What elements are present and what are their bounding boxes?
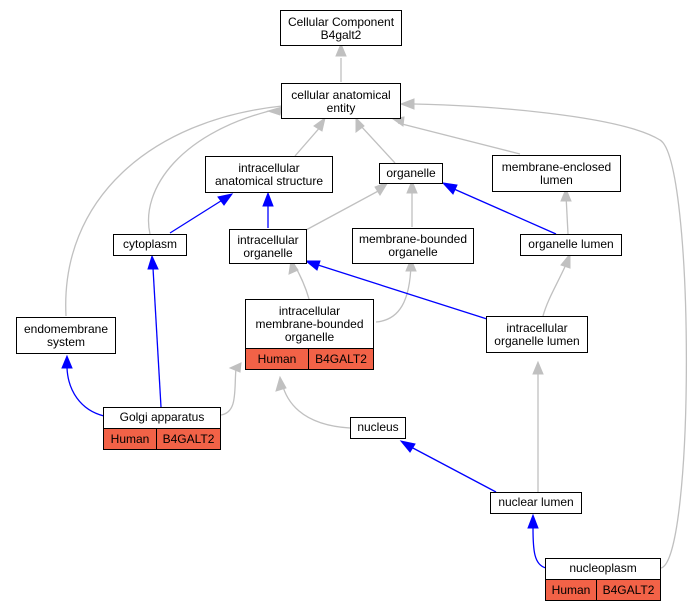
arrowhead — [399, 98, 415, 110]
node-intracellular-anatomical-structure[interactable]: intracellular anatomical structure — [205, 156, 333, 193]
node-label-line: endomembrane — [23, 322, 109, 336]
node-label-line: organelle lumen — [528, 237, 614, 251]
node-cellular-anatomical-entity[interactable]: cellular anatomical entity — [281, 83, 401, 119]
node-intracellular-organelle[interactable]: intracellular organelle — [229, 229, 307, 264]
arrowhead — [275, 375, 287, 392]
gene-badge: B4GALT2 — [596, 580, 660, 600]
arrowhead — [147, 254, 159, 270]
gene-badge: B4GALT2 — [156, 429, 220, 449]
arrowhead — [441, 182, 458, 195]
arrowhead — [228, 362, 242, 373]
species-badge: Human — [551, 583, 591, 597]
arrowhead — [527, 513, 539, 529]
species-badge: Human — [257, 352, 297, 366]
node-label-line: organelle — [388, 245, 438, 259]
node-label-line: intracellular — [238, 161, 300, 175]
gene-badge: B4GALT2 — [308, 349, 373, 369]
node-nuclear-lumen[interactable]: nuclear lumen — [490, 492, 582, 514]
node-label-line: Cellular Component — [287, 15, 395, 29]
node-cellular-component-root[interactable]: Cellular Component B4galt2 — [280, 10, 402, 46]
edge-nl-to-nucleus — [410, 446, 497, 493]
node-label-line: membrane-bounded — [358, 232, 468, 246]
arrowhead — [560, 187, 572, 202]
node-organelle-lumen[interactable]: organelle lumen — [520, 234, 622, 256]
node-label-line: nucleoplasm — [569, 561, 637, 575]
annotation-row[interactable]: Human B4GALT2 — [545, 579, 661, 601]
arrowhead — [399, 440, 416, 453]
arrowhead — [313, 116, 326, 132]
arrowhead — [355, 116, 365, 133]
node-label-line: membrane-enclosed — [501, 160, 612, 174]
annotation-row[interactable]: Human B4GALT2 — [245, 348, 374, 370]
node-label-line: intracellular — [237, 233, 299, 247]
node-label-line: intracellular — [278, 304, 341, 318]
node-membrane-bounded-organelle[interactable]: membrane-bounded organelle — [352, 228, 474, 264]
annotation-row[interactable]: Human B4GALT2 — [103, 428, 221, 450]
node-nucleus[interactable]: nucleus — [350, 417, 406, 439]
node-nucleoplasm[interactable]: nucleoplasm — [545, 558, 661, 580]
node-endomembrane-system[interactable]: endomembrane system — [16, 317, 116, 354]
node-label-line: lumen — [540, 173, 573, 187]
node-organelle[interactable]: organelle — [379, 163, 443, 184]
arrowhead — [335, 42, 347, 57]
species-badge: Human — [110, 432, 150, 446]
arrowhead — [262, 191, 274, 207]
edge-iol-to-ol — [542, 259, 569, 317]
node-cytoplasm[interactable]: cytoplasm — [113, 234, 187, 256]
edge-mel-to-cae — [397, 122, 521, 155]
node-label-line: organelle — [243, 246, 293, 260]
node-label-line: membrane-bounded — [255, 317, 364, 331]
edge-cytoplasm-to-cae — [148, 107, 283, 235]
node-label-line: nucleus — [357, 420, 399, 434]
node-label-line: organelle lumen — [494, 334, 580, 348]
edge-golgi-to-imbo — [220, 367, 237, 416]
node-label-line: intracellular — [506, 321, 568, 335]
edge-golgi-to-cytoplasm — [152, 267, 162, 408]
edge-np-to-nl — [532, 527, 547, 569]
edge-ias-to-cae — [294, 124, 323, 157]
node-label-line: entity — [326, 101, 356, 115]
arrowhead — [406, 179, 418, 194]
node-intracellular-organelle-lumen[interactable]: intracellular organelle lumen — [486, 316, 588, 353]
node-label-line: cellular anatomical — [291, 88, 391, 102]
edge-ol-to-organelle — [453, 188, 557, 235]
node-membrane-enclosed-lumen[interactable]: membrane-enclosed lumen — [492, 155, 621, 192]
edge-imbo-to-mbo — [375, 263, 412, 323]
node-label-line: nuclear lumen — [498, 495, 574, 509]
arrowhead — [61, 354, 73, 369]
node-label-line: cytoplasm — [122, 237, 178, 251]
arrowhead — [374, 181, 390, 196]
node-label-line: B4galt2 — [320, 28, 362, 42]
edge-cytoplasm-to-ias — [169, 198, 225, 234]
arrowhead — [217, 193, 234, 206]
edge-golgi-to-endo — [66, 367, 105, 417]
arrowhead — [304, 260, 321, 271]
node-label-line: system — [46, 335, 85, 349]
arrowhead — [560, 252, 571, 269]
node-label-line: organelle — [386, 166, 436, 180]
arrowhead — [405, 257, 417, 272]
edge-endo-to-cae — [65, 105, 283, 317]
node-label-line: Golgi apparatus — [119, 410, 205, 424]
arrowhead — [532, 360, 544, 375]
edge-np-to-cae — [413, 103, 688, 569]
node-golgi-apparatus[interactable]: Golgi apparatus — [103, 407, 221, 429]
edge-iol-to-io — [317, 264, 488, 320]
node-label-line: organelle — [284, 330, 335, 344]
edge-io-to-organelle — [305, 188, 383, 231]
edge-organelle-to-cae — [359, 124, 396, 164]
node-intracellular-membrane-bounded-organelle[interactable]: intracellular membrane-bounded organelle — [245, 299, 374, 349]
arrowhead — [266, 106, 283, 116]
node-label-line: anatomical structure — [214, 174, 324, 188]
edge-nucleus-to-imbo — [281, 382, 351, 429]
